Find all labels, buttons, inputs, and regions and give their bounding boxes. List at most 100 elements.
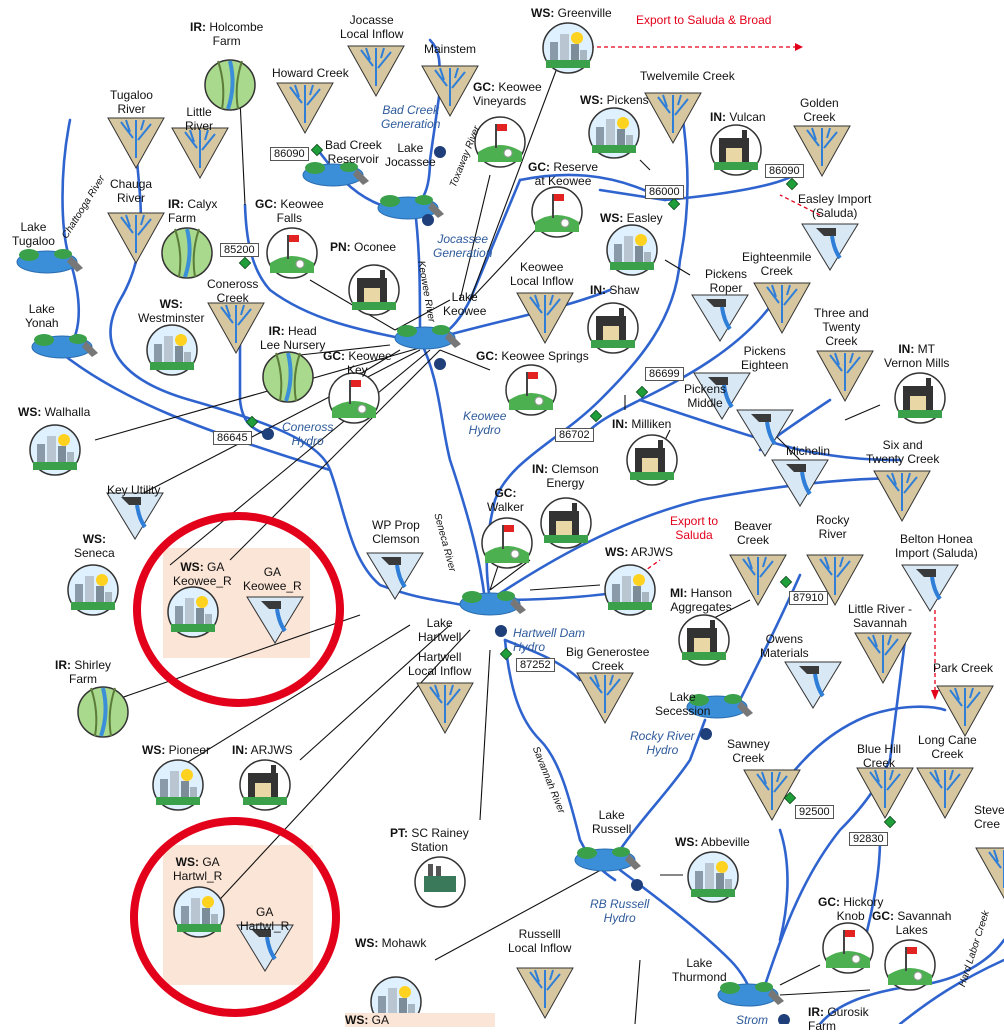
gauge-86090-label: 86090 [765, 164, 804, 178]
gauge-92830-label: 92830 [849, 832, 888, 846]
lake-icon [377, 194, 445, 220]
owens-materials-label: Owens Materials [760, 632, 809, 660]
jocasse-local-inflow-label: Jocasse Local Inflow [340, 13, 404, 41]
rb-russell-hydro-label: RB Russell Hydro [590, 897, 650, 925]
lake-tugaloo-label: Lake Tugaloo [12, 220, 55, 248]
gauge-86702-label: 86702 [555, 428, 594, 442]
coneross-hydro-label: Coneross Hydro [282, 420, 334, 448]
keowee-local-inflow-label: Keowee Local Inflow [510, 260, 574, 288]
michelin-label: Michelin [786, 444, 831, 458]
ga-keowee-r-label: GA Keowee_R [243, 565, 302, 593]
golf-course-icon [531, 186, 583, 238]
ws-abbeville-label: WS: Abbeville [675, 835, 750, 849]
industry-icon [678, 614, 730, 666]
gauge-92500-label: 92500 [795, 805, 834, 819]
gauge-86000-label: 86000 [645, 185, 684, 199]
gc-keowee-vineyards-label: GC: Keowee Vineyards [473, 80, 542, 108]
chauga-river-label: Chauga River [110, 177, 153, 205]
golden-creek-label: Golden Creek [800, 96, 839, 124]
ir-shirley-farm-label: IR: Shirley Farm [55, 658, 112, 686]
industry-icon [587, 302, 639, 354]
ws-greenville-label: WS: Greenville [531, 6, 612, 20]
little-river-label: Little River [185, 105, 214, 133]
power-plant-icon [414, 856, 466, 908]
pt-sc-rainey-label: PT: SC Rainey Station [390, 826, 469, 854]
hydro-dots [262, 146, 790, 1024]
mainstem-label: Mainstem [424, 42, 477, 56]
long-cane-creek-label: Long Cane Creek [918, 733, 977, 761]
ir-holcombe-farm-label: IR: Holcombe Farm [190, 20, 264, 48]
inflow-icon [107, 117, 165, 169]
golf-course-icon [822, 922, 874, 974]
in-vulcan-label: IN: Vulcan [710, 110, 766, 124]
water-supply-icon [67, 564, 119, 616]
gauge-87252-label: 87252 [516, 658, 555, 672]
gc-keowee-key-label: GC: Keowee Key [323, 349, 392, 377]
ws-westminster-label: WS: Westminster [138, 297, 205, 325]
pickens-roper-label: Pickens Roper [705, 267, 748, 295]
howard-creek-label: Howard Creek [272, 66, 349, 80]
gc-savannah-lakes-label: GC: Savannah Lakes [872, 909, 952, 937]
lake-icon [459, 590, 527, 616]
ws-easley-label: WS: Easley [600, 211, 663, 225]
lake-jocassee-label: Lake Jocassee [385, 141, 436, 169]
ir-head-lee-label: IR: Head Lee Nursery [260, 324, 326, 352]
export-icon [105, 491, 165, 541]
irrigation-icon [261, 350, 315, 404]
steve-creek-label: Steve Cree [974, 803, 1004, 831]
six-twenty-creek-label: Six and Twenty Creek [866, 438, 940, 466]
water-supply-icon [146, 324, 198, 376]
lake-icon [31, 333, 99, 359]
water-supply-icon [606, 224, 658, 276]
ws-arjws-label: WS: ARJWS [605, 545, 673, 559]
inflow-icon [644, 92, 702, 144]
lake-icon [717, 981, 785, 1007]
three-twenty-creek-label: Three and Twenty Creek [814, 306, 869, 348]
inflow-icon [816, 350, 874, 402]
pn-oconee-label: PN: Oconee [330, 240, 397, 254]
ga-hartwl-r-label: GA Hartwl_R [240, 905, 290, 933]
ws-walhalla-label: WS: Walhalla [18, 405, 91, 419]
mi-hanson-label: MI: Hanson Aggregates [670, 586, 733, 614]
keowee-hydro-label: Keowee Hydro [463, 409, 507, 437]
jocassee-generation-label: Jocassee Generation [433, 232, 493, 260]
lake-icon [574, 846, 642, 872]
export-icon [690, 293, 750, 343]
in-arjws-label: IN: ARJWS [232, 743, 293, 757]
irrigation-icon [160, 226, 214, 280]
irrigation-icon [76, 685, 130, 739]
gc-walker-label: GC: Walker [487, 486, 524, 514]
ws-pickens-label: WS: Pickens [580, 93, 649, 107]
blue-hill-creek-label: Blue Hill Creek [857, 742, 902, 770]
water-supply-icon [152, 759, 204, 811]
little-river-savannah-label: Little River - Savannah [848, 602, 913, 630]
water-supply-icon [604, 564, 656, 616]
golf-course-icon [266, 227, 318, 279]
inflow-icon [416, 682, 474, 734]
gauge-85200-label: 85200 [220, 243, 259, 257]
gauge-87910-label: 87910 [789, 591, 828, 605]
rocky-river-hydro-label: Rocky River Hydro [630, 729, 695, 757]
gauge-nodes [238, 143, 897, 829]
industry-icon [348, 264, 400, 316]
golf-course-icon [481, 517, 533, 569]
inflow-icon [873, 470, 931, 522]
lake-yonah-label: Lake Yonah [25, 302, 59, 330]
russell-local-inflow-label: Russelll Local Inflow [508, 927, 572, 955]
in-mt-vernon-label: IN: MT Vernon Mills [884, 342, 950, 370]
lake-secession-label: Lake Secession [655, 690, 711, 718]
gauge-86645-label: 86645 [213, 431, 252, 445]
inflow-icon [107, 212, 165, 264]
easley-import-label: Easley Import (Saluda) [798, 192, 872, 220]
big-generostee-label: Big Generostee Creek [566, 645, 650, 673]
gc-hickory-knob-label: GC: Hickory Knob [818, 895, 884, 923]
beaver-creek-label: Beaver Creek [734, 519, 773, 547]
in-milliken-label: IN: Milliken [612, 417, 672, 431]
irrigation-icon [203, 58, 257, 112]
highlight-ring-hartwl [130, 817, 340, 1017]
ws-mohawk-label: WS: Mohawk [355, 936, 427, 950]
golf-course-icon [328, 372, 380, 424]
ws-ga-hartwl-label: WS: GA Hartwl_R [173, 855, 223, 883]
bad-creek-reservoir-label: Bad Creek Reservoir [325, 138, 382, 166]
